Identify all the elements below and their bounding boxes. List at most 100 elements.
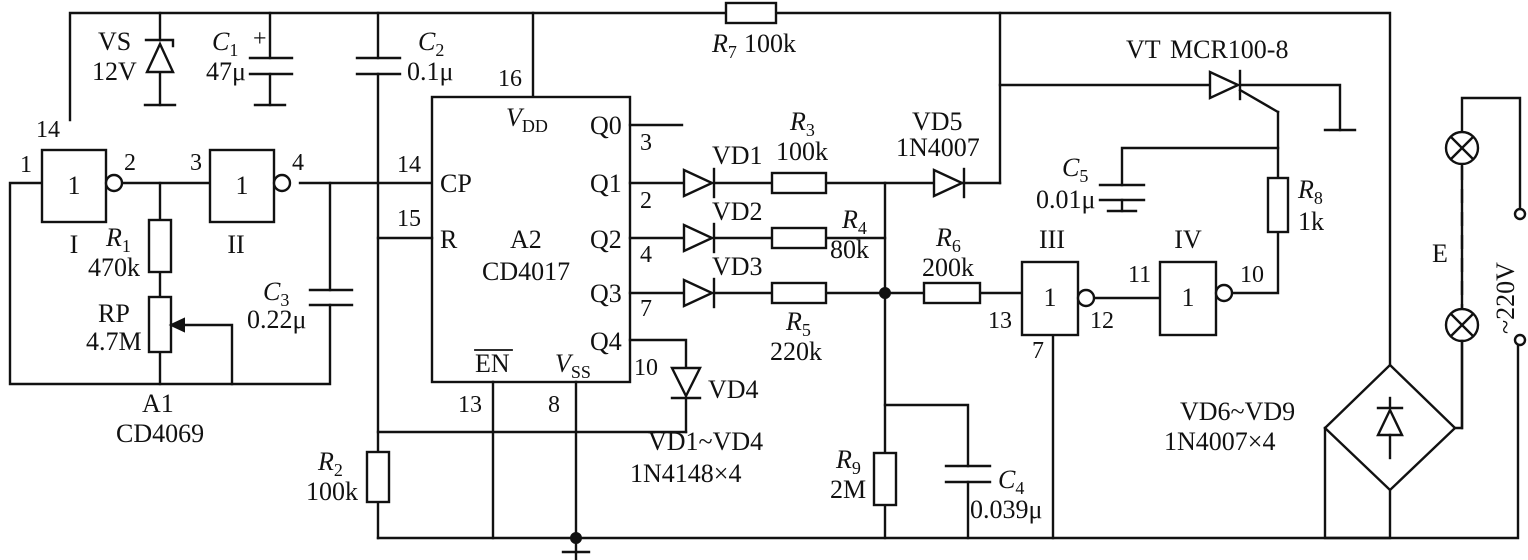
- gate-ii: [208, 148, 292, 224]
- c2-label: C2: [418, 27, 444, 60]
- a2-vss: VSS: [555, 349, 591, 382]
- vd2-label: VD2: [712, 197, 763, 226]
- gate-iv-name: IV: [1174, 225, 1202, 254]
- c1-plus: +: [253, 26, 267, 52]
- a2-pin-16: 16: [498, 66, 522, 92]
- a2-q2: Q2: [590, 225, 622, 254]
- lamp-label: E: [1432, 239, 1448, 268]
- c4-value: 0.039μ: [970, 495, 1042, 524]
- thyristor-wires: [998, 83, 1357, 213]
- r1-value: 470k: [88, 253, 140, 282]
- vs-value: 12V: [92, 57, 137, 86]
- r3-value: 100k: [776, 137, 828, 166]
- a2-value: CD4017: [482, 257, 570, 286]
- capacitor-c2: [355, 56, 402, 76]
- resistor-r5: [770, 281, 828, 305]
- a2-q1: Q1: [590, 169, 622, 198]
- c5-label: C5: [1062, 153, 1088, 186]
- gates-wires: [1051, 110, 1280, 540]
- r7-label: R7: [711, 29, 737, 62]
- gate-ii-name: II: [227, 230, 244, 259]
- lamp-bottom: [1444, 307, 1480, 343]
- vd6-vd9-label: VD6~VD9: [1180, 397, 1295, 426]
- c3-value: 0.22μ: [247, 305, 306, 334]
- vd5-label: VD5: [912, 107, 963, 136]
- a2-pin-8: 8: [548, 392, 560, 418]
- a2-pin-3: 3: [640, 130, 652, 156]
- resistor-r8: [1266, 176, 1290, 234]
- vt-value: MCR100-8: [1170, 35, 1288, 64]
- resistor-r7: [724, 1, 778, 25]
- gate-ii-number: 1: [236, 171, 249, 200]
- r7-value: 100k: [744, 29, 796, 58]
- gate-pin-11: 11: [1128, 262, 1151, 288]
- gate-pin-7: 7: [1032, 338, 1044, 364]
- a2-r-pin: R: [440, 225, 458, 254]
- a1-label: A1: [142, 389, 174, 418]
- capacitor-c1: [248, 56, 294, 107]
- a1-pin-14: 14: [36, 117, 60, 143]
- resistor-r1: [147, 218, 173, 274]
- a2-pin-13: 13: [458, 392, 482, 418]
- gate-iii: [1020, 260, 1096, 337]
- ic-a2-body: [430, 95, 632, 384]
- c1-label: C1: [212, 27, 238, 60]
- gate-i-name: I: [70, 230, 79, 259]
- a2-vdd: VDD: [506, 103, 548, 136]
- vd4-label: VD4: [708, 375, 759, 404]
- a2-q3: Q3: [590, 279, 622, 308]
- mains-wires: [1323, 96, 1522, 540]
- gate-pin-10: 10: [1240, 262, 1264, 288]
- a2-pin-2: 2: [640, 188, 652, 214]
- r3-label: R3: [789, 107, 815, 140]
- vd6-vd9-value: 1N4007×4: [1164, 427, 1275, 456]
- a2-pin-14: 14: [397, 152, 421, 178]
- c4-label: C4: [998, 465, 1024, 498]
- r5-value: 220k: [770, 337, 822, 366]
- gate-i: [40, 148, 124, 224]
- a1-pin-4: 4: [292, 150, 304, 176]
- ladder-wires: [628, 11, 1024, 540]
- resistor-r2: [365, 450, 391, 504]
- ground-junction: [570, 532, 582, 544]
- gate-pin-12: 12: [1090, 308, 1114, 334]
- r4-value: 80k: [830, 235, 869, 264]
- c2-value: 0.1μ: [407, 57, 453, 86]
- capacitor-c5: [1098, 183, 1146, 213]
- gate-i-number: 1: [68, 171, 81, 200]
- resistor-r4: [770, 226, 828, 250]
- a2-en: EN: [475, 349, 510, 378]
- vd1-vd4-label: VD1~VD4: [648, 427, 763, 456]
- resistor-r9: [872, 451, 898, 507]
- capacitor-c4: [944, 464, 992, 484]
- vt-label: VT: [1126, 35, 1161, 64]
- a1-value: CD4069: [116, 419, 204, 448]
- gate-iv: [1158, 260, 1234, 337]
- potentiometer-rp: [147, 295, 185, 354]
- diode-vd2: [682, 222, 716, 254]
- vd1-label: VD1: [712, 141, 763, 170]
- c1-value: 47μ: [206, 57, 246, 86]
- vd5-value: 1N4007: [896, 133, 980, 162]
- r8-label: R8: [1297, 175, 1323, 208]
- diode-vd3: [682, 277, 716, 309]
- zener-diode-vs: [143, 38, 177, 107]
- vd3-label: VD3: [712, 252, 763, 281]
- mains-terminals: [1513, 207, 1527, 347]
- gate-pin-13: 13: [988, 308, 1012, 334]
- a1-pin-2: 2: [124, 150, 136, 176]
- a2-label: A2: [510, 225, 542, 254]
- summing-junction: [879, 287, 891, 299]
- gate-iii-name: III: [1039, 225, 1065, 254]
- diode-vd1: [682, 167, 716, 199]
- diode-vd4: [670, 366, 702, 400]
- rp-value: 4.7M: [86, 327, 142, 356]
- r9-label: R9: [835, 445, 861, 478]
- c3-label: C3: [263, 277, 289, 310]
- diode-vd5: [932, 167, 966, 199]
- gate-iii-number: 1: [1044, 283, 1057, 312]
- r5-label: R5: [785, 307, 811, 340]
- resistor-r6: [922, 281, 982, 305]
- a2-q0: Q0: [590, 111, 622, 140]
